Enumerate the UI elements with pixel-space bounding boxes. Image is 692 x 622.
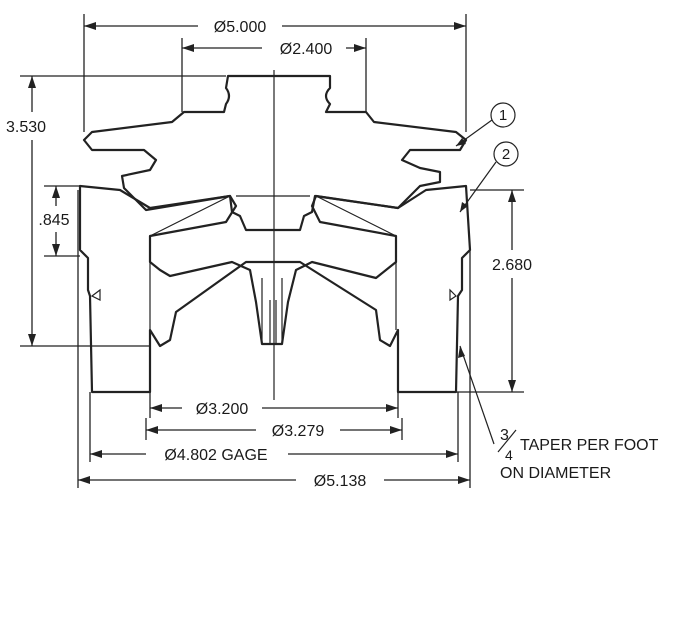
overall-height-label: 3.530 [6, 119, 46, 136]
dim-bore-diameter-2: Ø3.279 [145, 418, 403, 440]
dim-bore-diameter: Ø3.200 [149, 392, 399, 418]
dim-flange-height: .845 [38, 185, 80, 257]
taper-note: 3 4 TAPER PER FOOT ON DIAMETER [458, 345, 659, 482]
balloon-1: 1 [455, 102, 516, 147]
neck-diameter-label: Ø2.400 [280, 41, 333, 58]
taper-note-line1: TAPER PER FOOT [520, 437, 659, 454]
base-diameter-label: Ø5.138 [314, 473, 367, 490]
dim-body-height: 2.680 [456, 189, 532, 393]
balloon-1-label: 1 [499, 107, 507, 124]
part-1-cap [82, 74, 468, 232]
gage-diameter-label: Ø4.802 GAGE [164, 447, 267, 464]
inner-contours [90, 70, 457, 400]
balloon-2-label: 2 [502, 146, 510, 163]
body-height-label: 2.680 [492, 257, 532, 274]
balloon-2: 2 [459, 141, 519, 213]
dim-gage-diameter: Ø4.802 GAGE [89, 392, 459, 464]
dim-overall-height: 3.530 [6, 75, 226, 347]
flange-height-label: .845 [38, 212, 69, 229]
taper-fraction-numerator: 3 [500, 427, 509, 444]
bore-diameter-2-label: Ø3.279 [272, 423, 325, 440]
dim-neck-diameter: Ø2.400 [181, 38, 367, 112]
outer-diameter-label: Ø5.000 [214, 19, 267, 36]
taper-note-line2: ON DIAMETER [500, 465, 611, 482]
dim-base-diameter: Ø5.138 [77, 190, 471, 490]
bore-diameter-label: Ø3.200 [196, 401, 249, 418]
taper-fraction-denominator: 4 [505, 447, 513, 463]
dim-outer-diameter: Ø5.000 [83, 14, 467, 132]
part-2-body [78, 184, 472, 394]
